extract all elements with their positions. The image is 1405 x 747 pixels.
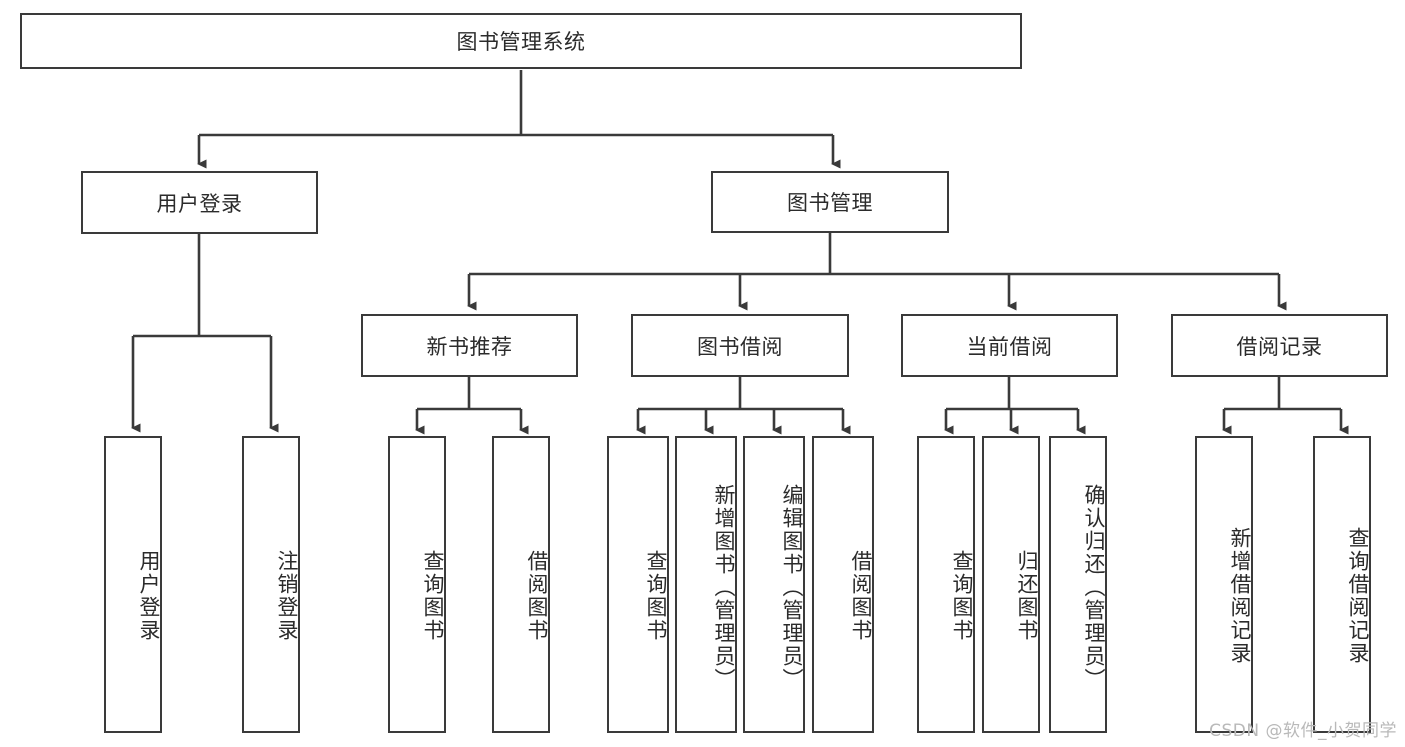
node-label: 查询图书 — [950, 549, 974, 642]
node-label: 查询图书 — [644, 549, 668, 642]
node-leaf-borrow-book-1[interactable]: 借阅图书 — [492, 436, 550, 733]
node-label: 归还图书 — [1015, 549, 1039, 642]
csdn-watermark: CSDN @软件_小贺同学 — [1209, 721, 1397, 741]
node-label: 当前借阅 — [966, 334, 1053, 359]
node-leaf-query-book-3[interactable]: 查询图书 — [917, 436, 975, 733]
node-label: 借阅记录 — [1236, 334, 1323, 359]
node-new-book-recommend[interactable]: 新书推荐 — [361, 314, 578, 377]
node-label: 查询图书 — [421, 549, 445, 642]
node-label: 新书推荐 — [426, 334, 513, 359]
node-label: 新增借阅记录 — [1228, 526, 1252, 665]
node-label: 图书管理系统 — [456, 30, 586, 54]
node-book-management-system[interactable]: 图书管理系统 — [20, 13, 1022, 69]
node-label: 图书管理 — [787, 191, 873, 215]
node-current-borrow[interactable]: 当前借阅 — [901, 314, 1118, 377]
node-leaf-edit-book[interactable]: 编辑图书（管理员） — [743, 436, 805, 733]
node-label: 查询借阅记录 — [1346, 526, 1370, 665]
node-borrow-record[interactable]: 借阅记录 — [1171, 314, 1388, 377]
node-label: 用户登录 — [137, 549, 161, 642]
node-label: 用户登录 — [156, 191, 243, 216]
node-leaf-query-book-2[interactable]: 查询图书 — [607, 436, 669, 733]
node-leaf-borrow-book-2[interactable]: 借阅图书 — [812, 436, 874, 733]
node-leaf-logout-login[interactable]: 注销登录 — [242, 436, 300, 733]
node-label: 编辑图书（管理员） — [780, 484, 804, 691]
node-leaf-user-login[interactable]: 用户登录 — [104, 436, 162, 733]
node-leaf-return-book[interactable]: 归还图书 — [982, 436, 1040, 733]
node-user-login[interactable]: 用户登录 — [81, 171, 318, 234]
node-leaf-add-record[interactable]: 新增借阅记录 — [1195, 436, 1253, 733]
node-label: 确认归还（管理员） — [1082, 484, 1106, 691]
node-book-management[interactable]: 图书管理 — [711, 171, 949, 233]
node-label: 注销登录 — [275, 549, 299, 642]
node-leaf-query-record[interactable]: 查询借阅记录 — [1313, 436, 1371, 733]
node-label: 借阅图书 — [525, 549, 549, 642]
node-leaf-add-book[interactable]: 新增图书（管理员） — [675, 436, 737, 733]
node-leaf-confirm-return[interactable]: 确认归还（管理员） — [1049, 436, 1107, 733]
node-label: 借阅图书 — [849, 549, 873, 642]
node-book-borrow[interactable]: 图书借阅 — [631, 314, 849, 377]
node-leaf-query-book-1[interactable]: 查询图书 — [388, 436, 446, 733]
node-label: 新增图书（管理员） — [712, 484, 736, 691]
node-label: 图书借阅 — [697, 334, 783, 359]
